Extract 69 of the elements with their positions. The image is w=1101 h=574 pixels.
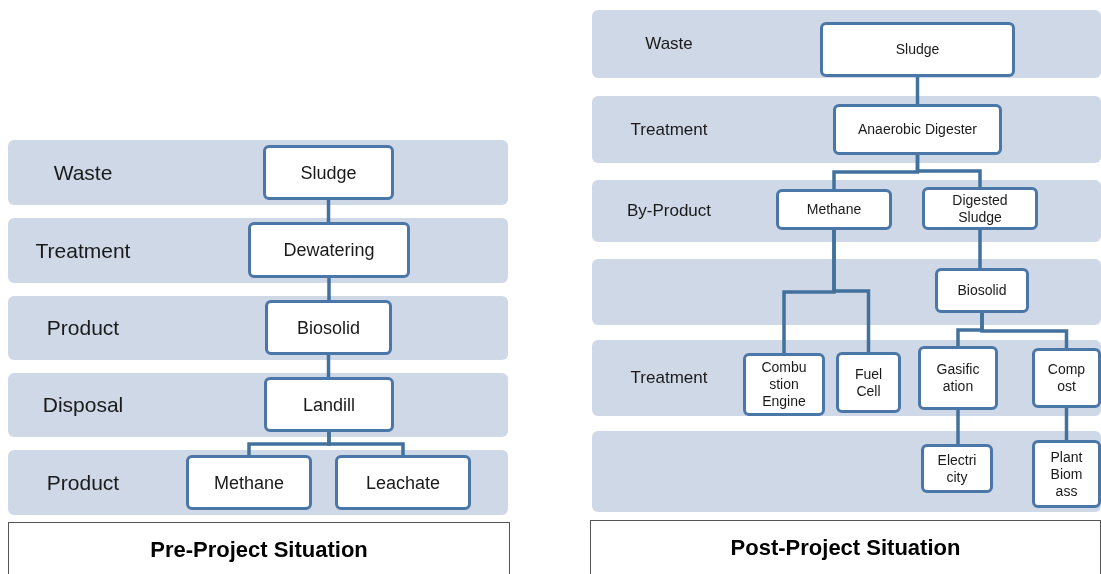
row-label: Treatment <box>629 118 709 141</box>
process-text: Digested Sludge <box>951 191 1009 226</box>
process-text: Leachate <box>365 471 441 494</box>
process-text: Methane <box>213 471 285 494</box>
process-text: Comp ost <box>1046 361 1087 395</box>
process-box <box>186 455 312 510</box>
connector-line <box>978 230 982 268</box>
process-box <box>820 22 1015 77</box>
row-label: Treatment <box>34 237 132 264</box>
row-band <box>8 450 508 515</box>
row-label: Treatment <box>629 367 709 390</box>
process-text: Biosolid <box>956 282 1008 299</box>
row-label: Disposal <box>41 392 125 419</box>
process-text: Sludge <box>300 161 357 184</box>
process-text: Electri city <box>936 451 978 486</box>
process-box <box>1032 440 1101 508</box>
process-box <box>335 455 471 510</box>
connector-line <box>980 313 1069 348</box>
process-text: Sludge <box>894 41 941 58</box>
connector-line <box>832 230 871 352</box>
process-box <box>264 377 394 432</box>
process-text: Biosolid <box>296 316 360 339</box>
row-band <box>8 218 508 283</box>
process-text: Methane <box>805 201 863 218</box>
row-band <box>8 373 508 437</box>
row-band <box>592 180 1101 242</box>
caption-box <box>8 522 510 574</box>
row-band <box>592 10 1101 78</box>
process-text: Combu stion Engine <box>760 359 808 410</box>
connector-line <box>915 155 982 187</box>
process-text: Plant Biom ass <box>1049 448 1084 500</box>
connector-line <box>327 278 331 300</box>
process-box <box>921 444 993 493</box>
connector-line <box>956 410 960 444</box>
caption-text: Pre-Project Situation <box>150 537 368 564</box>
connector-line <box>915 77 920 104</box>
connector-line <box>326 200 331 222</box>
row-label: Waste <box>52 159 114 186</box>
row-band <box>8 140 508 205</box>
process-box <box>836 352 901 413</box>
process-text: Gasific ation <box>935 361 981 395</box>
caption-box <box>590 520 1101 574</box>
process-box <box>922 187 1038 230</box>
row-band <box>592 96 1101 163</box>
row-label: Product <box>45 469 121 496</box>
process-box <box>1032 348 1101 408</box>
connector-line <box>1064 408 1069 440</box>
row-band <box>592 340 1101 416</box>
process-box <box>776 189 892 230</box>
caption-text: Post-Project Situation <box>730 535 961 562</box>
process-text: Anaerobic Digester <box>856 121 979 138</box>
process-text: Fuel Cell <box>853 365 884 400</box>
process-box <box>935 268 1029 313</box>
process-box <box>265 300 392 355</box>
row-band <box>8 296 508 360</box>
process-box <box>743 353 825 416</box>
process-text: Landill <box>302 393 355 416</box>
process-box <box>918 346 998 410</box>
connector-line <box>326 355 331 377</box>
process-box <box>833 104 1002 155</box>
row-label: Product <box>45 315 121 342</box>
process-box <box>248 222 410 278</box>
process-box <box>263 145 394 200</box>
process-text: Dewatering <box>283 239 375 261</box>
row-label: Waste <box>644 33 694 56</box>
connector-line <box>327 432 405 455</box>
row-band <box>592 259 1101 325</box>
row-band <box>592 431 1101 512</box>
row-label: By-Product <box>625 200 713 223</box>
